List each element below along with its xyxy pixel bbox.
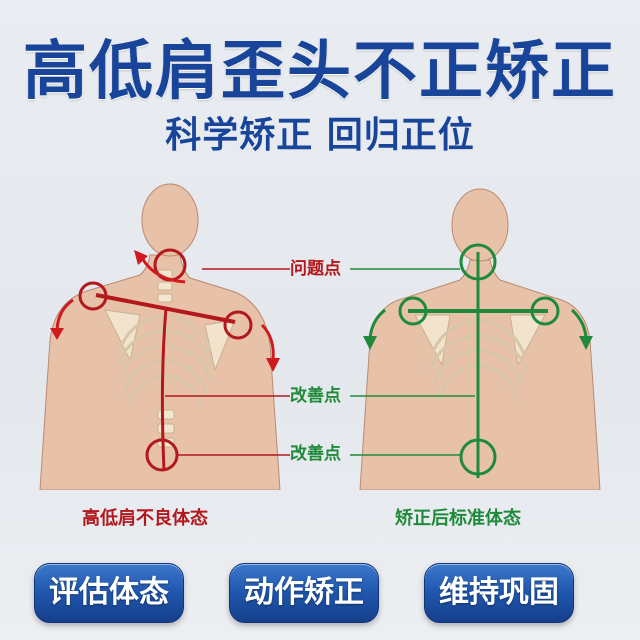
- assess-posture-button[interactable]: 评估体态: [34, 563, 184, 623]
- before-posture-illustration: [30, 180, 290, 490]
- before-caption: 高低肩不良体态: [82, 508, 208, 529]
- maintain-button[interactable]: 维持巩固: [424, 563, 574, 623]
- improve-point-label-2: 改善点: [290, 444, 341, 464]
- problem-point-label: 问题点: [290, 259, 341, 279]
- after-posture-illustration: [350, 180, 610, 490]
- after-caption: 矫正后标准体态: [395, 508, 521, 529]
- improve-point-label-1: 改善点: [290, 386, 341, 406]
- page-subtitle: 科学矫正 回归正位: [165, 115, 475, 156]
- page-title: 高低肩歪头不正矫正: [23, 35, 617, 109]
- corrective-exercise-button[interactable]: 动作矫正: [229, 563, 379, 623]
